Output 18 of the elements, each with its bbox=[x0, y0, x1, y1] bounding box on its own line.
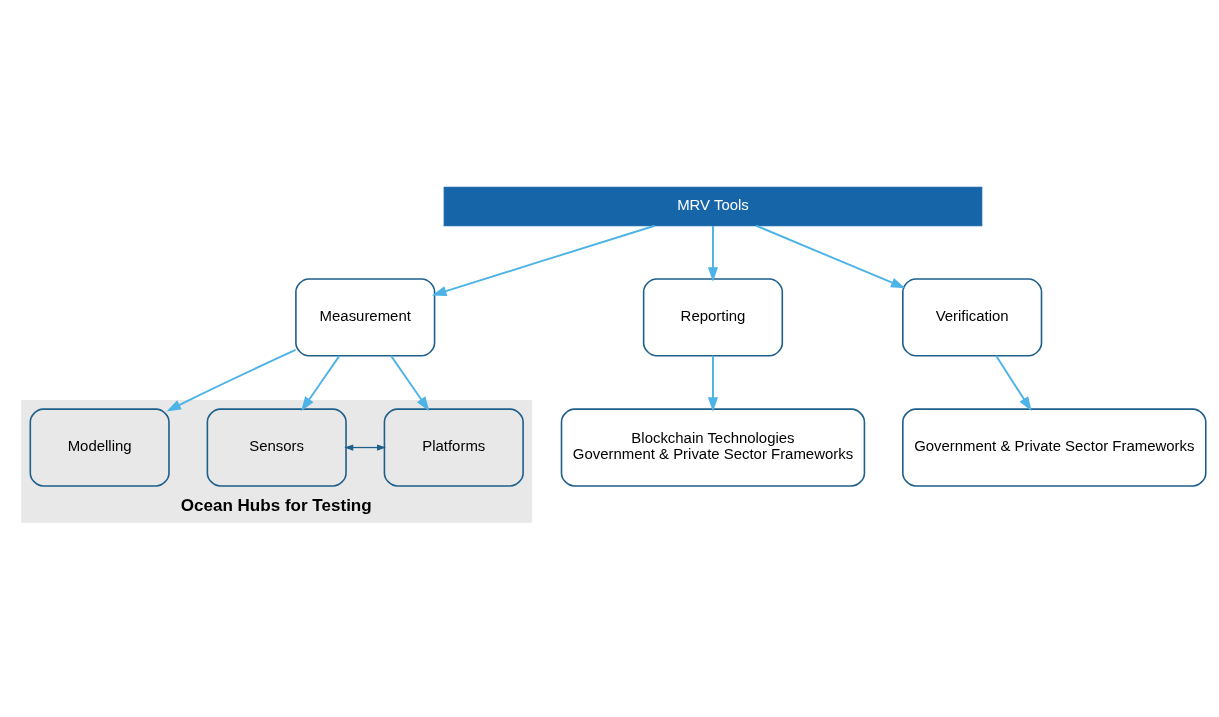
arrow bbox=[431, 224, 656, 296]
arrow bbox=[755, 224, 906, 288]
arrow bbox=[166, 348, 297, 411]
node-box: Modelling bbox=[29, 407, 170, 487]
node-box: Platforms bbox=[383, 407, 524, 487]
arrow bbox=[707, 354, 719, 412]
node-box: Reporting bbox=[642, 277, 784, 357]
arrow bbox=[344, 443, 386, 451]
arrow bbox=[995, 354, 1032, 411]
node-box: Government & Private Sector Frameworks bbox=[902, 407, 1207, 487]
node-box: Blockchain Technologies Government & Private Sector Frameworks bbox=[560, 407, 866, 487]
arrow bbox=[301, 354, 341, 411]
node-box: MRV Tools bbox=[443, 186, 983, 226]
node-box: Verification bbox=[902, 277, 1043, 357]
node-box: Sensors bbox=[206, 407, 347, 487]
arrow bbox=[390, 354, 430, 411]
arrow bbox=[707, 224, 719, 282]
node-box: Measurement bbox=[295, 277, 436, 357]
